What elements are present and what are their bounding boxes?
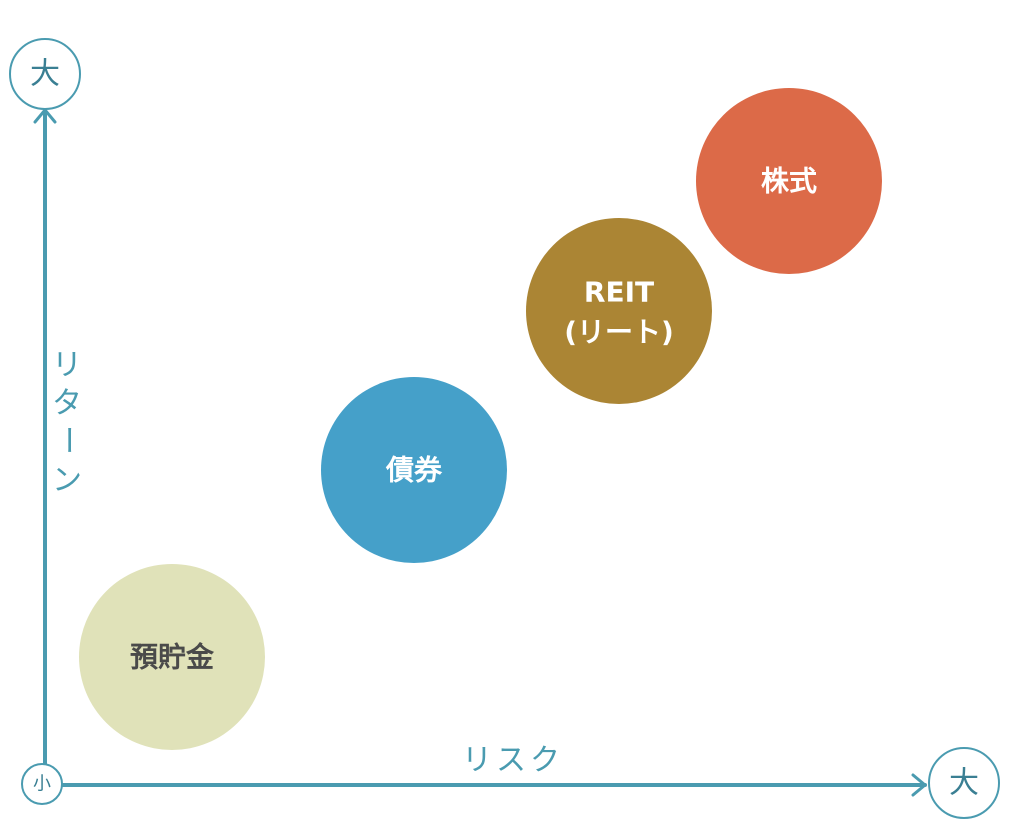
y-axis-label-char-4: ン — [52, 463, 86, 498]
asset-bubble-stocks-label: 株式 — [761, 165, 817, 198]
asset-bubble-reit-circle — [526, 218, 712, 404]
asset-bubble-bonds-circle — [321, 377, 507, 563]
y-axis-max-badge: 大 — [9, 38, 81, 110]
x-axis-max-badge-text: 大 — [949, 766, 979, 801]
asset-bubble-deposit-circle — [79, 564, 265, 750]
asset-bubble-reit: REIT (リート) — [526, 218, 712, 404]
x-axis-max-badge: 大 — [928, 747, 1000, 819]
asset-bubble-deposit: 預貯金 — [79, 564, 265, 750]
asset-bubble-bonds-label: 債券 — [385, 454, 443, 487]
origin-badge-text: 小 — [33, 774, 51, 795]
asset-bubble-stocks-circle — [696, 88, 882, 274]
asset-bubble-reit-label-line-2: (リート) — [564, 316, 674, 349]
x-axis-arrowhead — [911, 773, 927, 797]
asset-bubble-deposit-label: 預貯金 — [130, 641, 215, 674]
y-axis-label-char-2: タ — [52, 386, 86, 421]
x-axis-label: リスク — [462, 743, 564, 778]
y-axis-label-char-3: ー — [50, 425, 85, 459]
asset-bubble-stocks: 株式 — [696, 88, 882, 274]
y-axis-label: リ タ ー ン — [50, 348, 86, 498]
asset-bubble-reit-label-line-1: REIT — [584, 276, 654, 309]
y-axis-label-char-1: リ — [52, 348, 86, 383]
origin-badge: 小 — [21, 763, 63, 805]
asset-bubble-bonds: 債券 — [321, 377, 507, 563]
y-axis-max-badge-text: 大 — [30, 57, 60, 92]
